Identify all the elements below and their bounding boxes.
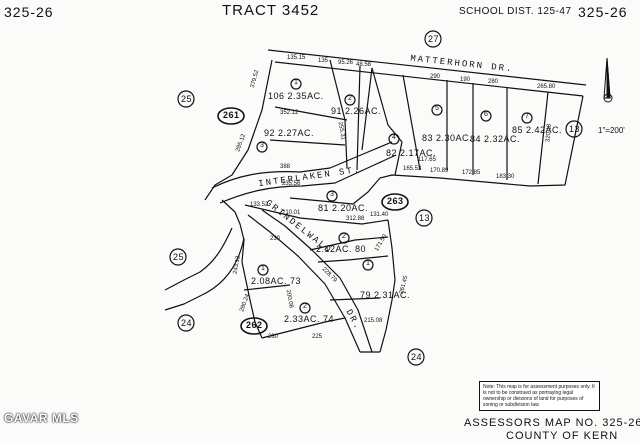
dimension-label: 48.58 xyxy=(356,62,372,68)
dimension-label: 352.12 xyxy=(280,110,299,116)
mls-watermark: GAVAR MLS xyxy=(4,411,79,425)
dimension-label: 95.26 xyxy=(338,60,354,66)
circled-label: 25 xyxy=(173,252,185,262)
disclaimer-note: Note: This map is for assessment purpose… xyxy=(479,381,600,411)
circled-label: 27 xyxy=(428,34,440,44)
lot-label: 92 2.27AC. xyxy=(264,128,315,138)
lot-label: 83 2.30AC. xyxy=(422,133,473,143)
dimension-label: 265.80 xyxy=(537,84,556,90)
scale-label: 1"=200' xyxy=(598,126,625,135)
grindelwald-east-edge xyxy=(261,209,373,353)
dimension-label: 190 xyxy=(460,77,471,83)
dimension-label: 280 xyxy=(268,334,279,340)
dimension-label: 230 xyxy=(270,236,281,242)
school-district: SCHOOL DIST. 125-47 xyxy=(459,6,572,17)
dimension-label: 170.89 xyxy=(430,168,449,174)
lot-label: 81 2.20AC. xyxy=(318,203,369,213)
circled-label: 13 xyxy=(569,124,581,134)
lot-number: 3 xyxy=(260,142,265,149)
dimension-label: 135 xyxy=(318,58,329,64)
dimension-label: 131.40 xyxy=(370,212,389,218)
lot-number: 2 xyxy=(342,233,347,240)
dimension-label: 225 xyxy=(312,334,323,340)
map-page-label: 263 xyxy=(387,196,404,206)
circled-label: 13 xyxy=(419,213,431,223)
dimension-label: 290 xyxy=(430,74,441,80)
lot-number: 1 xyxy=(366,260,371,267)
lot-number: 1 xyxy=(294,79,299,86)
matterhorn-north-edge xyxy=(267,49,587,86)
lot-number: 5 xyxy=(435,105,440,112)
dimension-label: 210.01 xyxy=(282,210,301,216)
map-page-label: 261 xyxy=(223,110,240,120)
interlaken-north-edge xyxy=(211,141,393,189)
dimension-label: 235.56 xyxy=(282,181,301,187)
lot-label: 85 2.42AC. xyxy=(512,125,563,135)
dimension-label: 388 xyxy=(280,164,291,170)
lot-label: 91 2.26AC. xyxy=(331,106,382,116)
lot-label: 2.33AC. 74 xyxy=(284,314,335,324)
lot-number: 4 xyxy=(392,134,397,141)
circled-label: 24 xyxy=(411,352,423,362)
lot-label: 82 2.17AC. xyxy=(386,148,437,158)
assessors-map-number: ASSESSORS MAP NO. 325-26 xyxy=(464,417,640,429)
circled-label: 24 xyxy=(181,318,193,328)
lot-label: 2.08AC. 73 xyxy=(251,276,302,286)
dimension-label: 165.53 xyxy=(403,166,422,172)
dimension-label: 183.30 xyxy=(496,174,515,180)
north-arrow xyxy=(603,57,613,103)
map-page-label: 262 xyxy=(246,320,263,330)
county-label: COUNTY OF KERN xyxy=(506,430,619,442)
dimension-label: 133.52 xyxy=(250,202,269,208)
tract-title: TRACT 3452 xyxy=(222,2,320,19)
grindelwald-west-edge xyxy=(247,214,361,353)
dimension-label: 135.15 xyxy=(287,55,306,61)
lot-number: 2 xyxy=(303,303,308,310)
lot-label: 2.12AC. 80 xyxy=(316,244,367,254)
circled-label: 25 xyxy=(181,94,193,104)
interlaken-south-edge xyxy=(219,154,397,204)
lot-label: 106 2.35AC. xyxy=(268,91,324,101)
matterhorn-south-edge xyxy=(274,61,584,97)
dimension-label: 312.88 xyxy=(346,216,365,222)
dimension-label: 215.08 xyxy=(364,318,383,324)
lot-label: 79 2.31AC. xyxy=(360,290,411,300)
map-number-right: 325-26 xyxy=(578,4,628,20)
lot-number: 1 xyxy=(261,265,266,272)
lot-number: 6 xyxy=(484,111,489,118)
lot-number: 7 xyxy=(525,113,530,120)
lot-number: 3 xyxy=(330,191,335,198)
map-number-left: 325-26 xyxy=(4,4,54,20)
lot-number: 2 xyxy=(348,95,353,102)
lot-label: 84 2.32AC. xyxy=(470,134,521,144)
dimension-label: 117.65 xyxy=(418,157,436,163)
dimension-label: 172.85 xyxy=(462,170,481,176)
dimension-label: 280 xyxy=(488,79,499,85)
